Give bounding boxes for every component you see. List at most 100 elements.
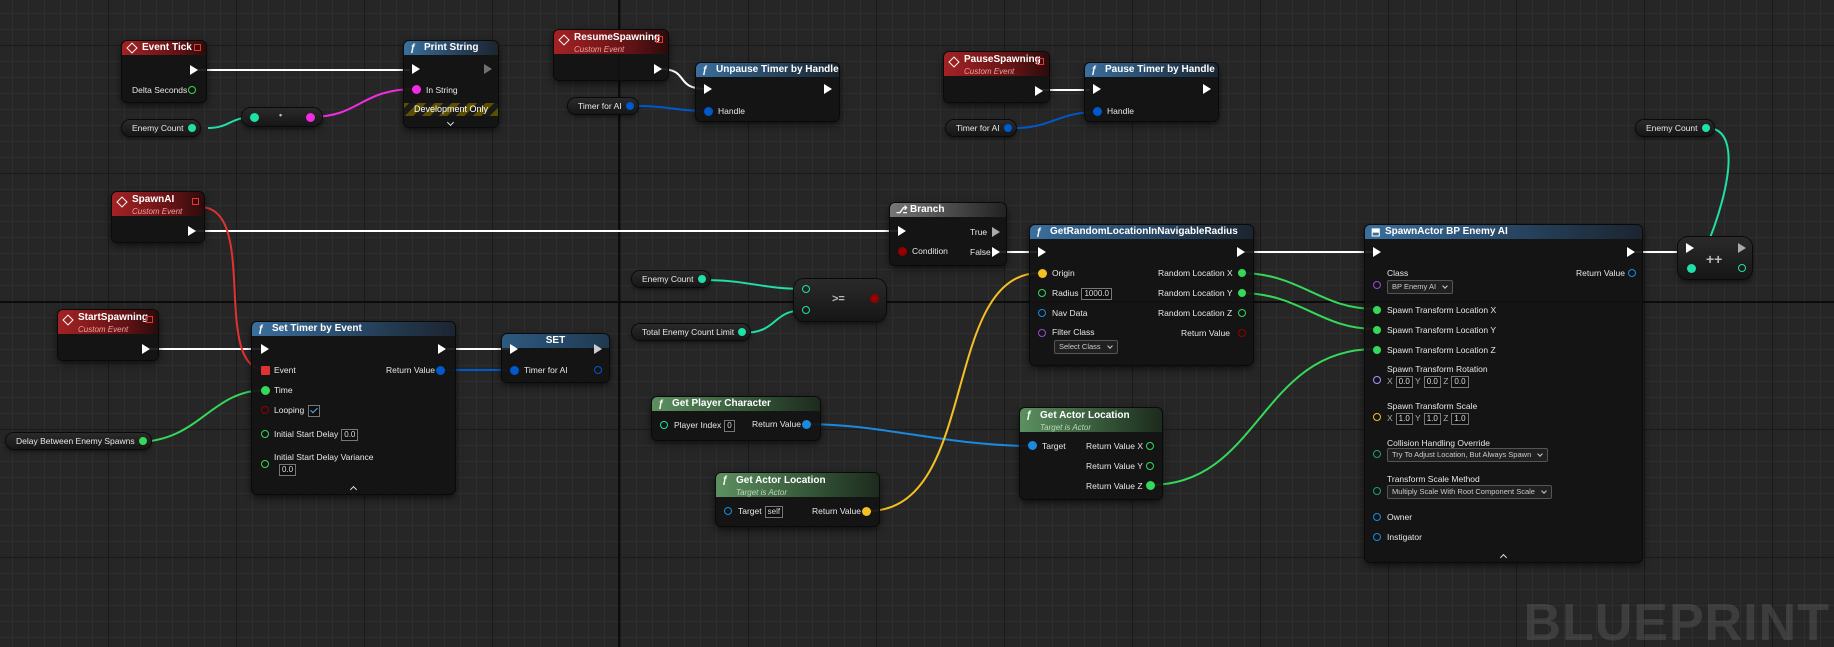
scale-y-input[interactable]: 1.0 — [1423, 413, 1441, 425]
int-out-pin[interactable] — [697, 275, 706, 283]
float-out-pin[interactable] — [138, 437, 147, 445]
exec-out-pin[interactable] — [188, 226, 196, 236]
exec-in-pin[interactable] — [1373, 247, 1381, 257]
random-y-pin[interactable] — [1238, 289, 1246, 297]
radius-pin[interactable] — [1038, 289, 1046, 297]
enemy-count-variable[interactable]: Enemy Count — [122, 120, 200, 136]
rotation-pin[interactable] — [1373, 376, 1381, 384]
initial-start-delay-variance-pin[interactable] — [261, 460, 269, 468]
collapse-icon[interactable] — [1499, 553, 1507, 562]
exec-in-pin[interactable] — [1093, 84, 1101, 94]
actor-return-pin[interactable] — [1628, 269, 1636, 277]
expand-icon[interactable] — [446, 118, 455, 127]
timer-out-pin[interactable] — [594, 366, 602, 374]
timer-in-pin[interactable] — [510, 366, 519, 375]
exec-in-pin[interactable] — [1686, 243, 1694, 253]
random-x-pin[interactable] — [1238, 269, 1246, 277]
handle-return-pin[interactable] — [436, 366, 445, 375]
total-enemy-count-limit-variable[interactable]: Total Enemy Count Limit — [632, 324, 751, 340]
event-delegate-pin[interactable] — [261, 366, 270, 375]
exec-out-pin[interactable] — [1035, 86, 1043, 96]
condition-pin[interactable] — [898, 247, 907, 256]
increment-node[interactable]: ++ — [1678, 237, 1752, 279]
exec-out-pin[interactable] — [190, 65, 198, 75]
initial-start-delay-input[interactable]: 0.0 — [341, 429, 359, 441]
exec-out-pin[interactable] — [142, 344, 150, 354]
int-out-pin[interactable] — [1701, 124, 1710, 132]
handle-pin[interactable] — [704, 107, 713, 116]
character-return-pin[interactable] — [802, 420, 811, 429]
false-exec-pin[interactable] — [992, 247, 1000, 257]
handle-pin[interactable] — [1093, 107, 1102, 116]
return-z-pin[interactable] — [1146, 481, 1155, 490]
exec-out-pin[interactable] — [824, 84, 832, 94]
int-out-pin[interactable] — [738, 328, 747, 336]
transform-scale-method-pin[interactable] — [1373, 487, 1381, 495]
delta-seconds-pin[interactable] — [188, 86, 196, 94]
event-tick-node[interactable]: Event Tick Delta Seconds — [122, 41, 206, 102]
looping-pin[interactable] — [261, 406, 269, 414]
exec-in-pin[interactable] — [704, 84, 712, 94]
spawn-actor-node[interactable]: ⬒SpawnActor BP Enemy AI Class BP Enemy A… — [1365, 225, 1642, 562]
nav-data-pin[interactable] — [1038, 309, 1046, 317]
delegate-pin[interactable] — [656, 36, 663, 43]
collision-dropdown[interactable]: Try To Adjust Location, But Always Spawn — [1387, 448, 1549, 462]
instigator-pin[interactable] — [1373, 533, 1381, 541]
class-pin[interactable] — [1373, 281, 1381, 289]
bool-return-pin[interactable] — [1238, 329, 1246, 337]
delegate-pin[interactable] — [146, 316, 153, 323]
exec-in-pin[interactable] — [412, 64, 420, 74]
greater-equal-node[interactable]: >= — [794, 279, 886, 321]
exec-out-pin[interactable] — [1627, 247, 1635, 257]
timer-for-ai-variable[interactable]: Timer for AI — [568, 98, 638, 114]
transform-scale-method-dropdown[interactable]: Multiply Scale With Root Component Scale — [1387, 485, 1552, 499]
looping-checkbox[interactable] — [308, 405, 321, 417]
exec-out-pin[interactable] — [1738, 243, 1746, 253]
enemy-count-variable[interactable]: Enemy Count — [1636, 120, 1714, 136]
scale-x-input[interactable]: 1.0 — [1395, 413, 1413, 425]
exec-out-pin[interactable] — [594, 344, 602, 354]
random-z-pin[interactable] — [1238, 309, 1246, 317]
int-out-pin[interactable] — [1738, 264, 1746, 272]
spawn-x-pin[interactable] — [1373, 306, 1381, 314]
return-y-pin[interactable] — [1146, 462, 1154, 470]
player-index-input[interactable]: 0 — [724, 420, 735, 432]
int-a-pin[interactable] — [802, 285, 810, 293]
initial-start-delay-pin[interactable] — [261, 430, 269, 438]
delay-between-enemy-spawns-variable[interactable]: Delay Between Enemy Spawns — [6, 433, 151, 449]
int-b-pin[interactable] — [802, 306, 810, 314]
return-x-pin[interactable] — [1146, 442, 1154, 450]
scale-pin[interactable] — [1373, 413, 1381, 421]
enemy-count-variable[interactable]: Enemy Count — [632, 271, 710, 287]
in-string-pin[interactable] — [412, 85, 421, 94]
rotation-y-input[interactable]: 0.0 — [1423, 376, 1441, 388]
struct-out-pin[interactable] — [1003, 124, 1012, 132]
vector-return-pin[interactable] — [862, 507, 871, 516]
struct-out-pin[interactable] — [625, 102, 634, 110]
exec-in-pin[interactable] — [261, 344, 269, 354]
int-in-pin[interactable] — [1687, 264, 1696, 273]
collision-pin[interactable] — [1373, 450, 1381, 458]
exec-out-pin[interactable] — [654, 64, 662, 74]
exec-out-pin[interactable] — [1203, 84, 1211, 94]
time-pin[interactable] — [261, 386, 270, 395]
scale-z-input[interactable]: 1.0 — [1451, 413, 1469, 425]
int-in-pin[interactable] — [250, 113, 259, 122]
exec-out-pin[interactable] — [438, 344, 446, 354]
collapse-icon[interactable] — [349, 485, 357, 494]
int-out-pin[interactable] — [187, 124, 196, 132]
exec-in-pin[interactable] — [1038, 247, 1046, 257]
exec-in-pin[interactable] — [898, 226, 906, 236]
rotation-x-input[interactable]: 0.0 — [1395, 376, 1413, 388]
delegate-pin[interactable] — [1037, 58, 1044, 65]
branch-node[interactable]: ⎇Branch True Condition False — [890, 203, 1006, 265]
